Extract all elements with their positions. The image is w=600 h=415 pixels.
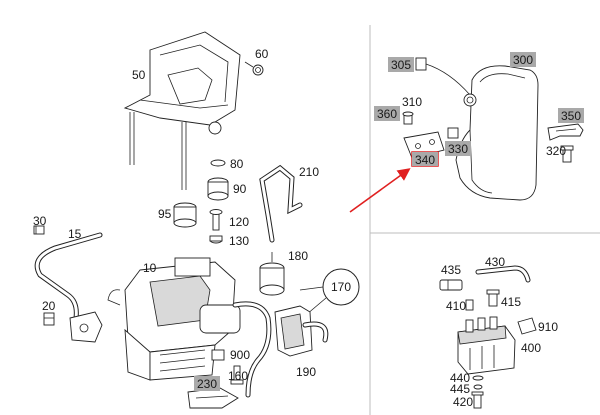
- callout-410: 410: [446, 299, 466, 313]
- callout-90: 90: [233, 182, 247, 196]
- part-410-fitting[interactable]: [465, 299, 474, 311]
- part-15-air-hose[interactable]: [34, 232, 103, 321]
- callout-900: 900: [230, 348, 250, 362]
- callout-10: 10: [143, 261, 157, 275]
- part-190-valve-body[interactable]: [274, 305, 329, 357]
- callout-400: 400: [521, 341, 541, 355]
- part-420-bolt[interactable]: [471, 391, 484, 409]
- callout-95: 95: [158, 207, 172, 221]
- callout-310: 310: [402, 95, 422, 109]
- part-230-bracket[interactable]: [187, 387, 239, 409]
- callout-305: 305: [391, 58, 411, 72]
- callout-350: 350: [561, 109, 581, 123]
- callout-190: 190: [296, 365, 316, 379]
- callout-180: 180: [288, 249, 308, 263]
- part-300-air-reservoir[interactable]: [455, 65, 539, 201]
- highlighted-callouts: 300 305 360 330 340 350 230: [194, 52, 584, 391]
- part-10-compressor[interactable]: [107, 257, 241, 381]
- part-435-connector[interactable]: [439, 279, 463, 291]
- part-445-oring[interactable]: [473, 384, 483, 390]
- callout-340: 340: [415, 153, 435, 167]
- part-310-fitting[interactable]: [447, 93, 477, 139]
- part-130-nut[interactable]: [209, 235, 223, 244]
- part-95-rubber-mount[interactable]: [173, 202, 197, 228]
- part-430-hose[interactable]: [475, 265, 531, 283]
- callout-360: 360: [377, 107, 397, 121]
- callout-415: 415: [501, 295, 521, 309]
- part-60-nut[interactable]: [244, 61, 264, 76]
- callout-430: 430: [485, 255, 505, 269]
- callout-440: 440: [450, 371, 470, 385]
- callout-210: 210: [299, 165, 319, 179]
- callout-120: 120: [229, 215, 249, 229]
- callout-160: 160: [228, 369, 248, 383]
- part-320-bolt[interactable]: [560, 145, 574, 163]
- callout-50: 50: [132, 68, 146, 82]
- part-80-washer[interactable]: [210, 159, 226, 167]
- part-900-clip[interactable]: [211, 349, 225, 361]
- callout-300: 300: [513, 53, 533, 67]
- callout-230: 230: [197, 377, 217, 391]
- annotation-arrow: [349, 168, 411, 213]
- callout-80: 80: [230, 157, 244, 171]
- callout-130: 130: [229, 234, 249, 248]
- callout-910: 910: [538, 320, 558, 334]
- part-400-valve-block[interactable]: [457, 316, 516, 375]
- callout-445: 445: [450, 382, 470, 396]
- compressor-mount-bracket[interactable]: [69, 311, 103, 343]
- part-160-bolt[interactable]: [230, 365, 244, 385]
- part-180-filter[interactable]: [259, 252, 285, 296]
- callout-20: 20: [42, 299, 56, 313]
- part-910-cover[interactable]: [517, 317, 537, 335]
- part-90-rubber-mount[interactable]: [207, 177, 229, 201]
- callout-labels: 50 60 80 90 95 120 130 210 30 15 10 180 …: [33, 47, 566, 409]
- part-210-air-line[interactable]: [259, 164, 303, 243]
- callout-420: 420: [453, 395, 473, 409]
- callout-320: 320: [546, 144, 566, 158]
- part-20-fitting[interactable]: [43, 312, 55, 326]
- callout-60: 60: [255, 47, 269, 61]
- part-305-fitting[interactable]: [415, 57, 471, 96]
- part-900-air-line[interactable]: [232, 301, 272, 398]
- callout-170: 170: [331, 280, 351, 294]
- callout-15: 15: [68, 227, 82, 241]
- section-dividers: [369, 25, 600, 415]
- part-30-clip[interactable]: [33, 225, 45, 235]
- part-120-stud[interactable]: [209, 209, 223, 231]
- part-415-fitting[interactable]: [486, 289, 500, 307]
- callout-30: 30: [33, 214, 47, 228]
- part-350-bracket[interactable]: [547, 123, 584, 141]
- callout-435: 435: [441, 263, 461, 277]
- part-50-bracket[interactable]: [123, 31, 241, 190]
- part-440-oring[interactable]: [472, 375, 484, 381]
- callout-330: 330: [448, 142, 468, 156]
- part-310-valve[interactable]: [402, 111, 414, 125]
